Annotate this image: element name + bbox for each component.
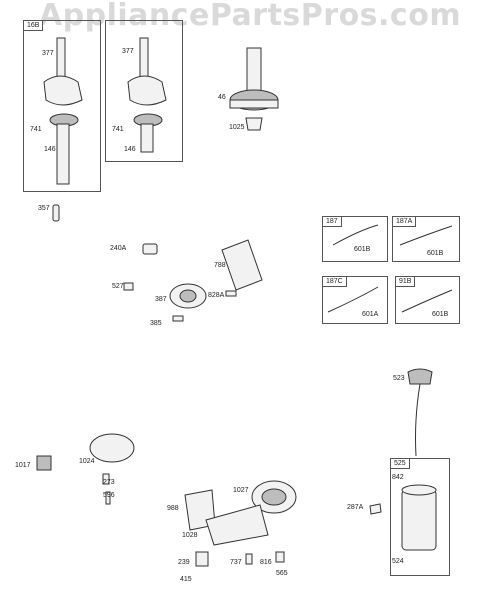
callout-816: 816 xyxy=(260,559,272,566)
camshaft xyxy=(229,47,279,131)
callout-146-left: 146 xyxy=(44,146,56,153)
callout-240a: 240A xyxy=(110,245,127,252)
callout-565: 565 xyxy=(276,570,288,577)
callout-1027: 1027 xyxy=(233,487,249,494)
callout-46: 46 xyxy=(218,94,226,101)
governor-parts xyxy=(123,239,263,322)
callout-601b-2: 601B xyxy=(427,250,444,257)
callout-415: 415 xyxy=(180,576,192,583)
callout-1017: 1017 xyxy=(15,462,31,469)
callout-741-left: 741 xyxy=(30,126,42,133)
box-525-tag: 525 xyxy=(391,459,410,469)
callout-523: 523 xyxy=(393,375,405,382)
crankshaft-left xyxy=(43,37,83,222)
box-187c-tag: 187C xyxy=(323,277,347,287)
callout-601b-1: 601B xyxy=(354,246,371,253)
callout-385: 385 xyxy=(150,320,162,327)
callout-788: 788 xyxy=(214,262,226,269)
callout-601b-3: 601B xyxy=(432,311,449,318)
box-91b: 91B xyxy=(395,276,460,324)
crankshaft-right xyxy=(127,37,167,153)
oil-pump-filter xyxy=(36,433,382,567)
callout-273: 273 xyxy=(103,479,115,486)
callout-287a: 287A xyxy=(347,504,364,511)
box-crank-2 xyxy=(105,20,183,162)
box-187: 187 xyxy=(322,216,388,262)
callout-377-right: 377 xyxy=(122,48,134,55)
callout-988: 988 xyxy=(167,505,179,512)
callout-387: 387 xyxy=(155,296,167,303)
callout-1024: 1024 xyxy=(79,458,95,465)
push-rods xyxy=(327,224,453,313)
box-187-tag: 187 xyxy=(323,217,342,227)
callout-842: 842 xyxy=(392,474,404,481)
callout-146-right: 146 xyxy=(124,146,136,153)
dipstick xyxy=(401,368,437,551)
callout-377-left: 377 xyxy=(42,50,54,57)
box-16b-tag: 16B xyxy=(24,21,44,31)
box-187a-tag: 187A xyxy=(393,217,417,227)
box-187a: 187A xyxy=(392,216,460,262)
callout-527: 527 xyxy=(112,283,124,290)
callout-737: 737 xyxy=(230,559,242,566)
callout-1028: 1028 xyxy=(182,532,198,539)
box-91b-tag: 91B xyxy=(396,277,416,287)
box-525: 525 xyxy=(390,458,450,576)
callout-596: 596 xyxy=(103,492,115,499)
callout-828a: 828A xyxy=(208,292,225,299)
callout-357: 357 xyxy=(38,205,50,212)
callout-741-right: 741 xyxy=(112,126,124,133)
box-16b: 16B xyxy=(23,20,101,192)
callout-524: 524 xyxy=(392,558,404,565)
callout-239: 239 xyxy=(178,559,190,566)
watermark: AppliancePartsPros.com xyxy=(38,0,462,33)
box-187c: 187C xyxy=(322,276,388,324)
callout-1025: 1025 xyxy=(229,124,245,131)
callout-601a: 601A xyxy=(362,311,379,318)
